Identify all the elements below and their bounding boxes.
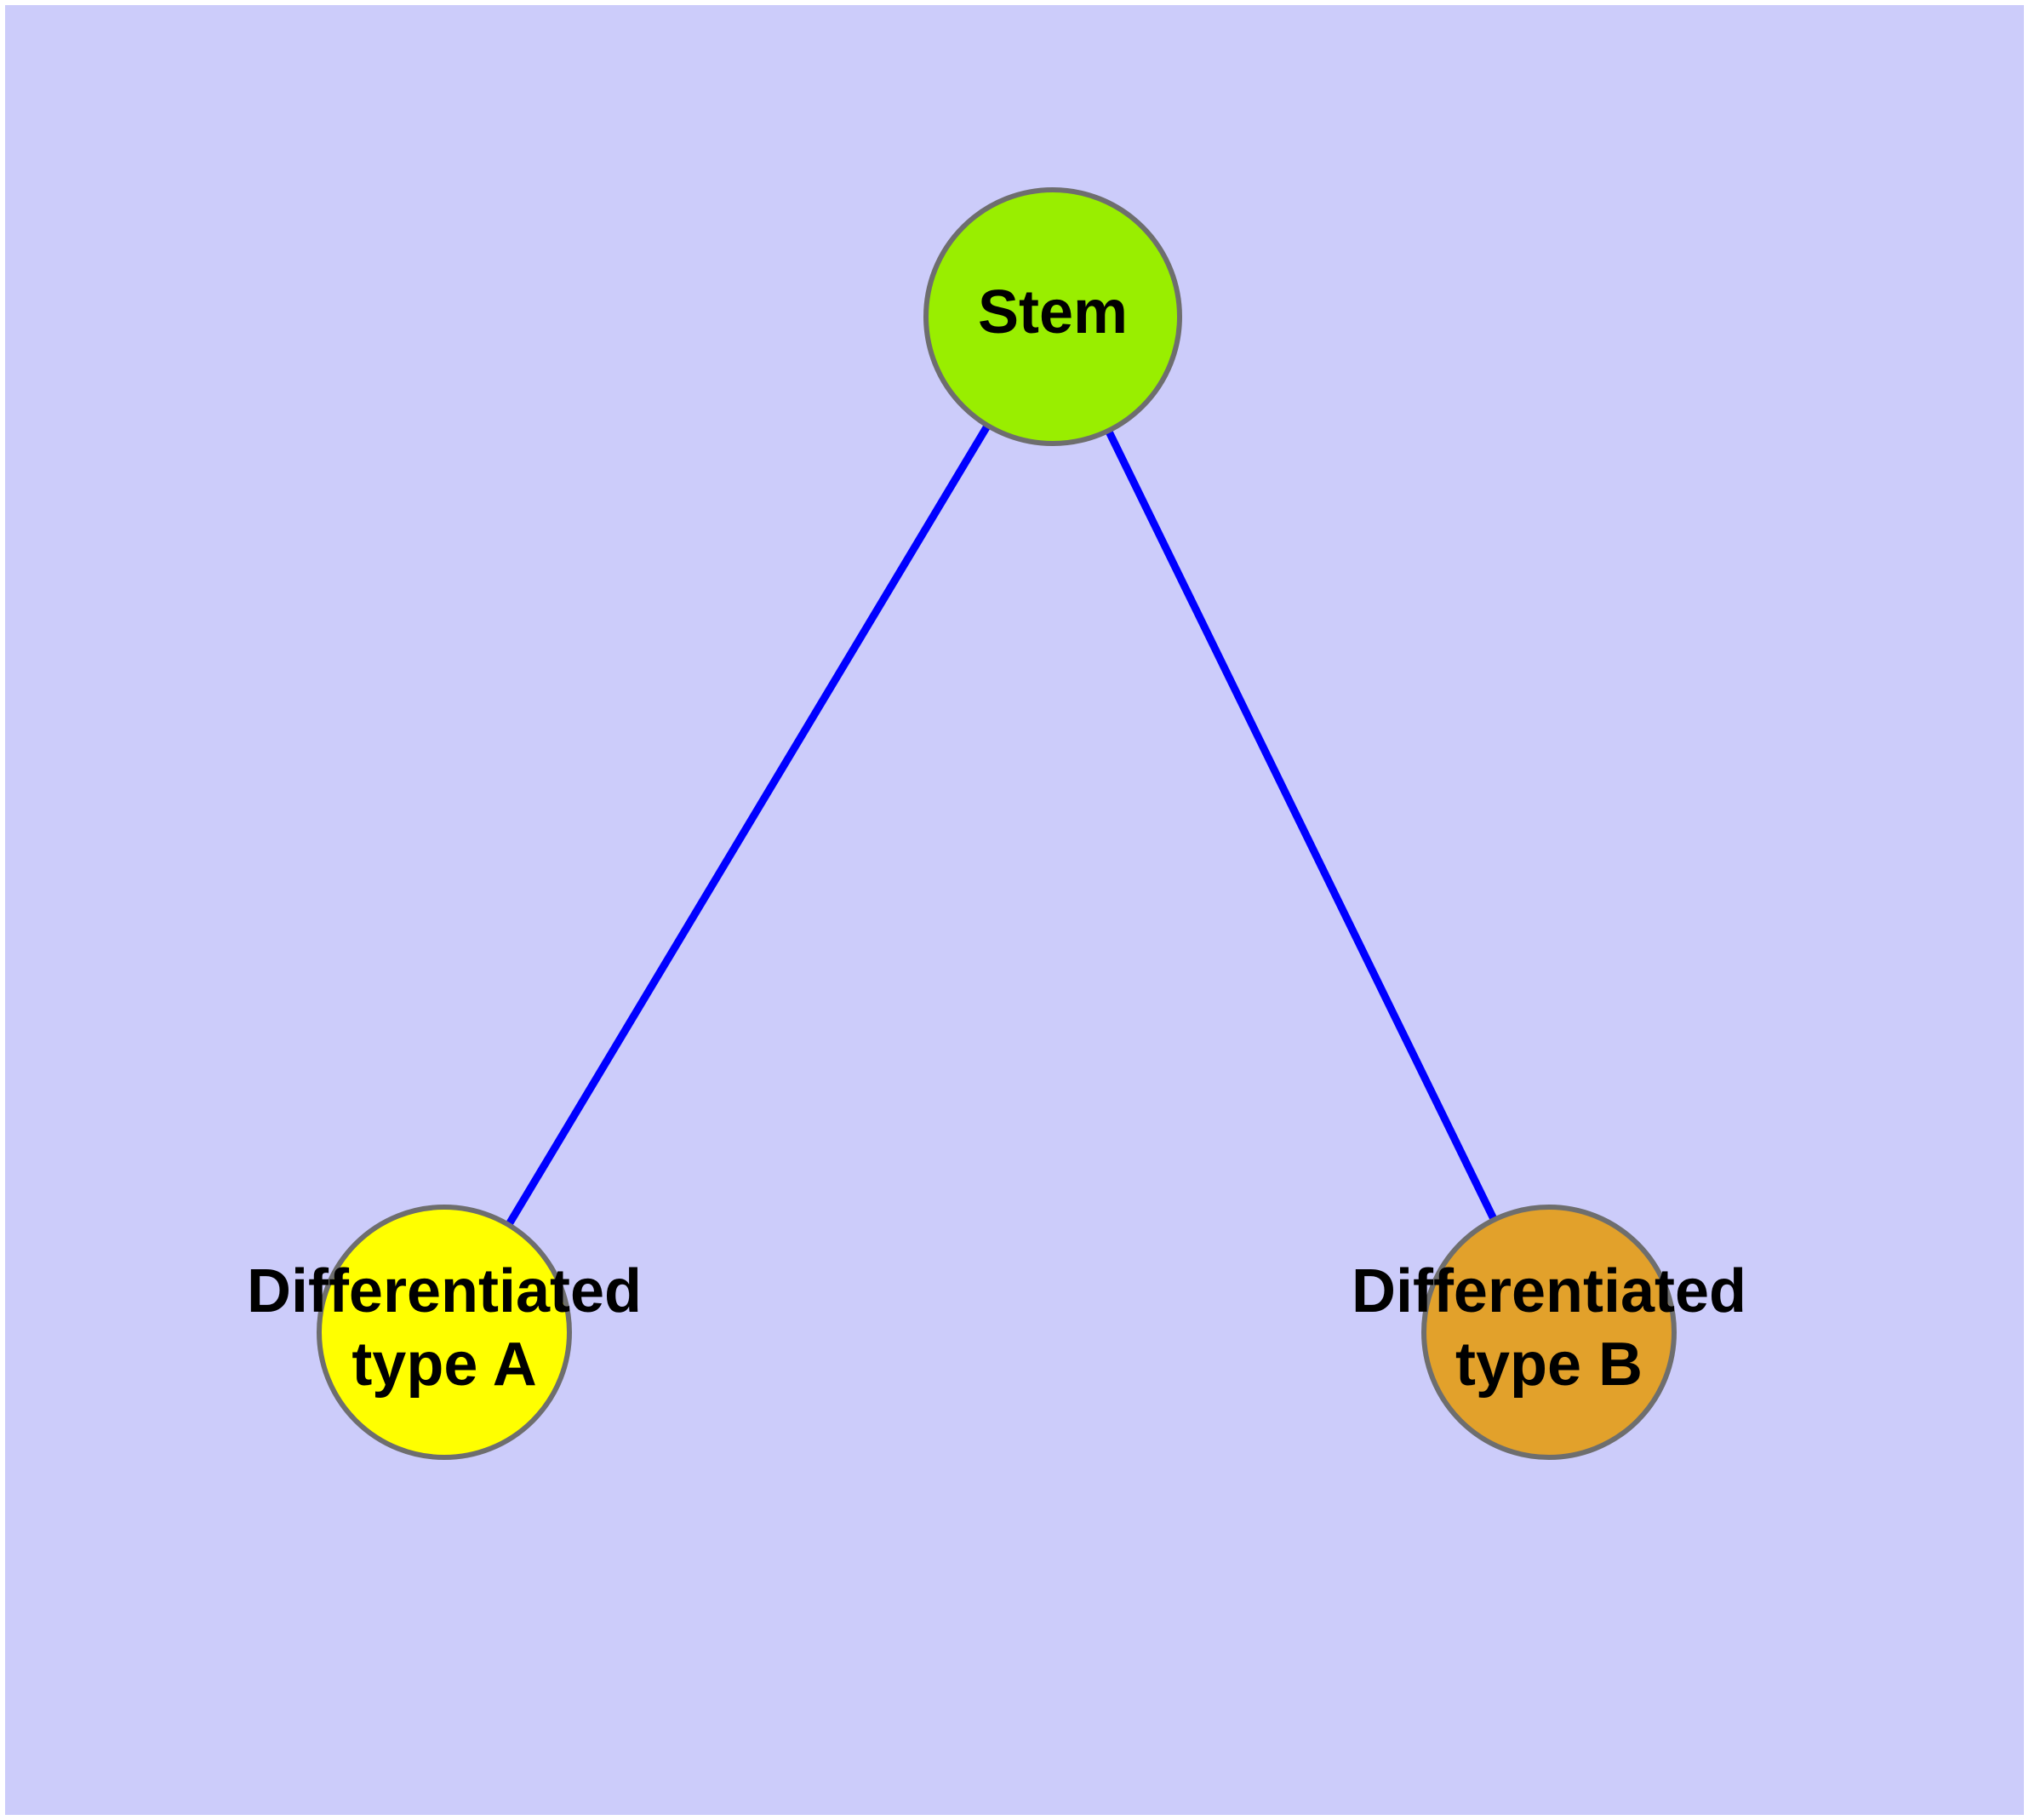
node-label-line: type B [1455, 1331, 1643, 1399]
node-label-line: Differentiated [1352, 1257, 1746, 1325]
nodes-layer [317, 187, 1677, 1460]
edge-stem-to-diff-b [1105, 429, 1498, 1222]
node-label-line: Differentiated [247, 1257, 642, 1325]
node-diff-a[interactable] [317, 1205, 572, 1460]
node-diff-b[interactable] [1421, 1205, 1677, 1460]
node-stem[interactable] [923, 187, 1182, 446]
edge-stem-to-diff-a [506, 424, 991, 1227]
node-label-stem: Stem [978, 278, 1128, 346]
node-label-line: Stem [978, 278, 1128, 346]
edges-layer [506, 424, 1498, 1227]
node-label-line: type A [352, 1331, 536, 1399]
